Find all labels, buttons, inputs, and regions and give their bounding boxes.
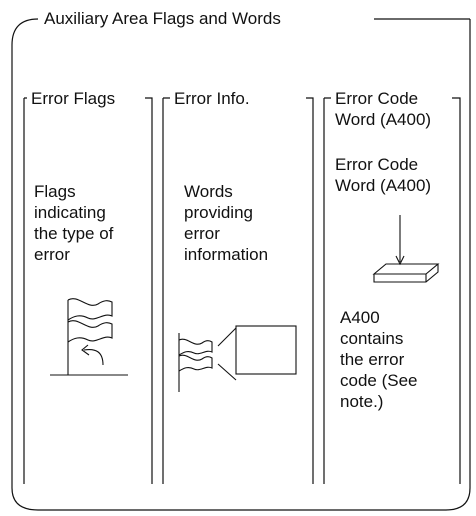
panel-header-error-flags: Error Flags bbox=[31, 88, 116, 109]
outer-frame-left bbox=[11, 18, 471, 511]
panel-error-code-frame bbox=[323, 97, 461, 484]
panel-description-error-info: Words providing error information bbox=[184, 182, 269, 264]
panel-header-error-info: Error Info. bbox=[174, 88, 250, 109]
panel-description-error-code: A400 contains the error code (See note.) bbox=[340, 308, 418, 411]
diagram-title: Auxiliary Area Flags and Words bbox=[40, 8, 285, 29]
flag-to-box-icon bbox=[178, 325, 297, 392]
panel-error-info-frame bbox=[162, 97, 314, 484]
panel-subheader-error-code: Error Code Word (A400) bbox=[335, 155, 432, 195]
flag-with-arrow-icon bbox=[50, 298, 128, 376]
panel-header-error-code: Error Code Word (A400) bbox=[335, 88, 434, 130]
tray-with-arrow-icon bbox=[372, 215, 440, 283]
panel-description-error-flags: Flags indicating the type of error bbox=[34, 182, 114, 264]
panel-error-flags-frame bbox=[23, 97, 153, 484]
